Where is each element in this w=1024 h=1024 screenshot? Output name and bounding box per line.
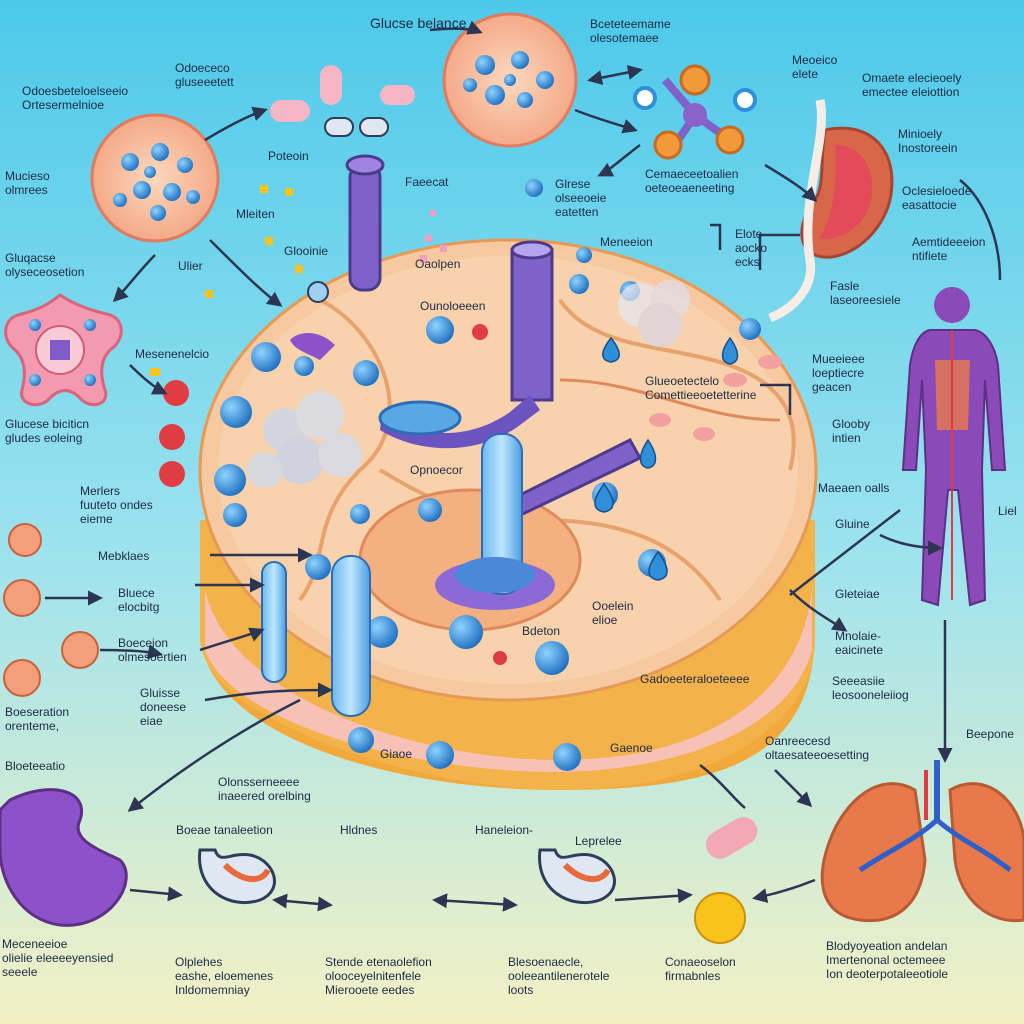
label-right-10: Gluine — [835, 517, 870, 531]
stomach-icon — [198, 848, 616, 905]
label-inner-3: Mleiten — [236, 207, 275, 221]
liver-icon — [768, 99, 894, 323]
red-beads — [159, 324, 782, 665]
kidney-icon — [0, 788, 128, 927]
label-inner-15: Gadoeeteraloeteeee — [640, 672, 750, 686]
test-tube-icon — [261, 433, 535, 717]
molecule-cluster-icon — [247, 280, 690, 488]
label-bottom-3: Boeae tanaleetion — [176, 823, 273, 837]
label-right-15: Beepone — [966, 727, 1014, 741]
label-left-11: Bloeteeatio — [5, 759, 65, 773]
label-inner-16: Giaoe — [380, 747, 412, 761]
label-bottom-6: Leprelee — [575, 834, 622, 848]
star-cell-icon — [4, 293, 123, 407]
label-inner-12: Opnoecor — [410, 463, 463, 477]
title: Glucse belance — [370, 15, 467, 31]
label-bottom-5: Haneleion- — [475, 823, 533, 837]
droplet-icons — [594, 336, 739, 581]
label-left-6: Mebklaes — [98, 549, 149, 563]
label-inner-6: Meneeion — [600, 235, 653, 249]
label-right-14: Liel — [998, 504, 1017, 518]
label-inner-7: Oaolpen — [415, 257, 460, 271]
human-body-icon — [901, 287, 1007, 607]
vesicle-granules — [113, 51, 554, 221]
arrow-icons — [45, 20, 1002, 912]
lungs-icon — [820, 760, 1024, 923]
label-inner-8: Ulier — [178, 259, 203, 273]
label-inner-14: Bdeton — [522, 624, 560, 638]
decorative-specks — [150, 185, 447, 376]
label-inner-17: Gaenoe — [610, 741, 653, 755]
label-inner-2: Faeecat — [405, 175, 449, 189]
molecule-icon — [633, 64, 757, 160]
label-bottom-4: Hldnes — [340, 823, 377, 837]
yellow-cell-icon — [694, 892, 746, 944]
capsule-icons — [270, 65, 758, 859]
label-inner-10: Ounoloeeen — [420, 299, 485, 313]
label-right-12: Mnolaie-eaicinete — [835, 629, 883, 657]
label-inner-1: Poteoin — [268, 149, 309, 163]
blood-cell-icon — [3, 523, 99, 697]
label-inner-4: Glooinie — [284, 244, 328, 258]
label-inner-9: Mesenenelcio — [135, 347, 209, 361]
label-right-11: Gleteiae — [835, 587, 880, 601]
label-right-9: Maeaen oalls — [818, 481, 889, 495]
